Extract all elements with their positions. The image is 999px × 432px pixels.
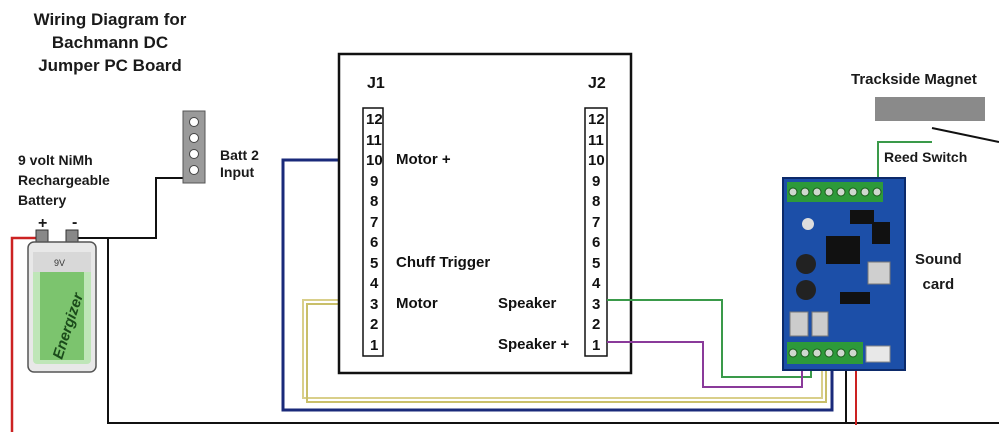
j1-pin: 11 <box>366 131 382 149</box>
battery-voltage: 9V <box>54 258 65 268</box>
reed-switch-label: Reed Switch <box>884 149 968 165</box>
sound-card <box>782 177 906 371</box>
battery-label-line: 9 volt NiMh <box>18 152 93 168</box>
j1-pin: 3 <box>370 295 379 313</box>
j1-header <box>362 107 384 357</box>
chuff-trigger-label: Chuff Trigger <box>396 254 491 271</box>
battery-icon <box>27 229 97 373</box>
j1-pin: 10 <box>366 152 383 169</box>
battery-plus-label: + <box>38 215 48 232</box>
batt2-label: Batt 2 Input <box>220 147 259 181</box>
j2-pin-numbers: 12 11 10 9 8 7 6 5 4 3 2 1 <box>588 110 607 356</box>
sound-card-label-line: Sound <box>915 251 962 268</box>
trackside-magnet <box>875 97 985 121</box>
j1-pin: 9 <box>370 172 379 190</box>
blue-wire <box>281 158 834 412</box>
j2-pin: 12 <box>588 111 605 128</box>
battery-label: 9 volt NiMh Rechargeable Battery <box>18 150 110 210</box>
pin-hole <box>189 165 199 175</box>
title-line: Bachmann DC <box>51 33 169 52</box>
j2-pin: 6 <box>592 234 601 251</box>
j2-title: J2 <box>588 75 606 92</box>
reed-green-wire <box>877 141 932 190</box>
title-line: Wiring Diagram for <box>33 10 187 29</box>
batt2-black-wire <box>72 177 189 239</box>
motor-label: Motor <box>396 295 438 312</box>
j2-pin: 7 <box>592 213 601 231</box>
speaker-label: Speaker <box>498 295 557 312</box>
j2-header <box>584 107 608 357</box>
pin-hole <box>189 117 199 127</box>
batt2-label-line: Batt 2 <box>220 147 259 163</box>
page-title: Wiring Diagram for Bachmann DC Jumper PC… <box>10 8 210 77</box>
speaker-plus-label: Speaker + <box>498 336 570 353</box>
j1-pin: 7 <box>370 213 379 231</box>
j2-pin: 3 <box>592 295 601 313</box>
pin-hole <box>189 133 199 143</box>
yellow-wire <box>302 299 823 399</box>
j2-pin: 4 <box>592 275 601 292</box>
batt2-connector <box>182 110 206 184</box>
j2-pin: 2 <box>592 316 601 333</box>
j2-pin: 8 <box>592 193 601 210</box>
terminal-screws <box>788 187 882 358</box>
sound-card-label: Sound card <box>915 247 962 297</box>
j1-pin: 5 <box>370 254 379 272</box>
batt2-label-line: Input <box>220 164 255 180</box>
j2-pin: 11 <box>588 131 604 149</box>
j1-pin: 1 <box>370 336 379 354</box>
battery-minus-label: - <box>72 214 78 231</box>
j1-title: J1 <box>367 75 385 92</box>
j2-pin: 5 <box>592 254 601 272</box>
purple-wire <box>607 341 803 388</box>
red-wire <box>10 236 42 432</box>
j1-pin: 12 <box>366 111 383 128</box>
trackside-magnet-label: Trackside Magnet <box>851 71 977 88</box>
green-wire <box>607 299 812 378</box>
sound-card-label-line: card <box>922 276 955 293</box>
title-line: Jumper PC Board <box>38 56 182 75</box>
pin-hole <box>189 149 199 159</box>
j1-pin: 2 <box>370 316 379 333</box>
j1-pin-numbers: 12 11 10 9 8 7 6 5 4 3 2 1 <box>366 110 383 356</box>
j2-pin: 10 <box>588 152 605 169</box>
pc-board <box>337 52 633 375</box>
reed-switch <box>931 127 999 143</box>
battery-label-line: Rechargeable <box>18 172 110 188</box>
motor-plus-label: Motor + <box>396 151 451 168</box>
j1-pin: 8 <box>370 193 379 210</box>
battery-label-line: Battery <box>18 192 67 208</box>
j1-pin: 6 <box>370 234 379 251</box>
yellow-wire-2 <box>306 303 827 403</box>
j2-pin: 1 <box>592 336 601 354</box>
j2-pin: 9 <box>592 172 601 190</box>
j1-pin: 4 <box>370 275 379 292</box>
